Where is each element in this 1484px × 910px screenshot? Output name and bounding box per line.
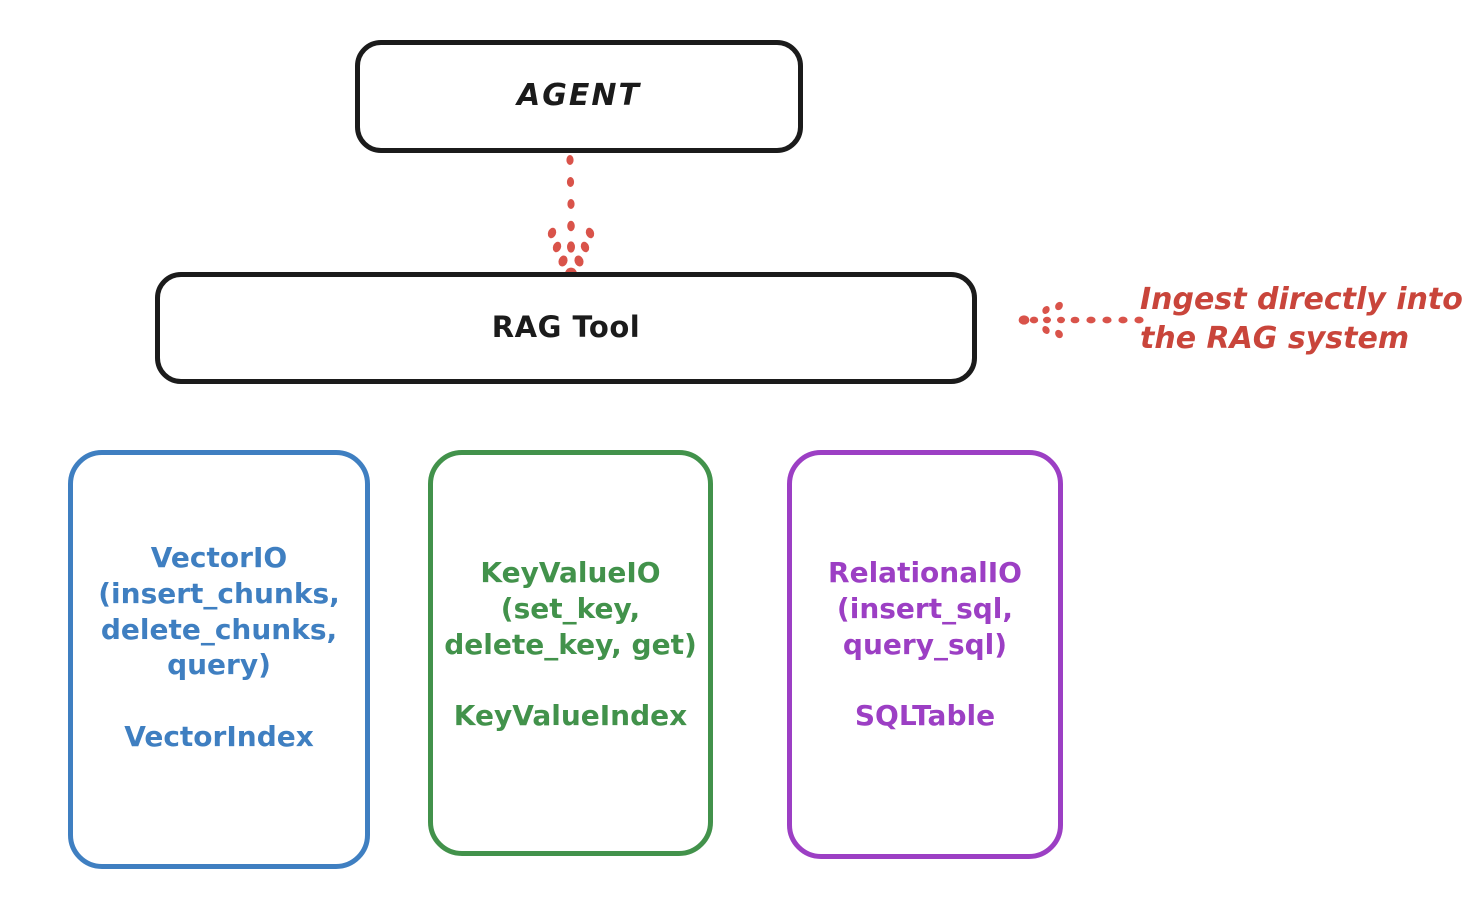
- node-vector-io-label: VectorIO (insert_chunks, delete_chunks, …: [98, 541, 340, 754]
- connector-agent-to-rag-tool: [547, 155, 595, 280]
- node-key-value-io-label: KeyValueIO (set_key, delete_key, get) Ke…: [444, 556, 697, 733]
- node-agent[interactable]: AGENT: [355, 40, 803, 153]
- connector-ingest-to-rag-tool: [1018, 301, 1144, 339]
- node-agent-label: AGENT: [517, 78, 641, 114]
- node-rag-tool[interactable]: RAG Tool: [155, 272, 977, 384]
- node-key-value-io[interactable]: KeyValueIO (set_key, delete_key, get) Ke…: [428, 450, 713, 856]
- node-relational-io-label: RelationalIO (insert_sql, query_sql) SQL…: [828, 556, 1022, 733]
- node-relational-io[interactable]: RelationalIO (insert_sql, query_sql) SQL…: [787, 450, 1063, 859]
- node-vector-io[interactable]: VectorIO (insert_chunks, delete_chunks, …: [68, 450, 370, 869]
- node-rag-tool-label: RAG Tool: [491, 310, 641, 345]
- annotation-ingest: Ingest directly into the RAG system: [1140, 282, 1463, 356]
